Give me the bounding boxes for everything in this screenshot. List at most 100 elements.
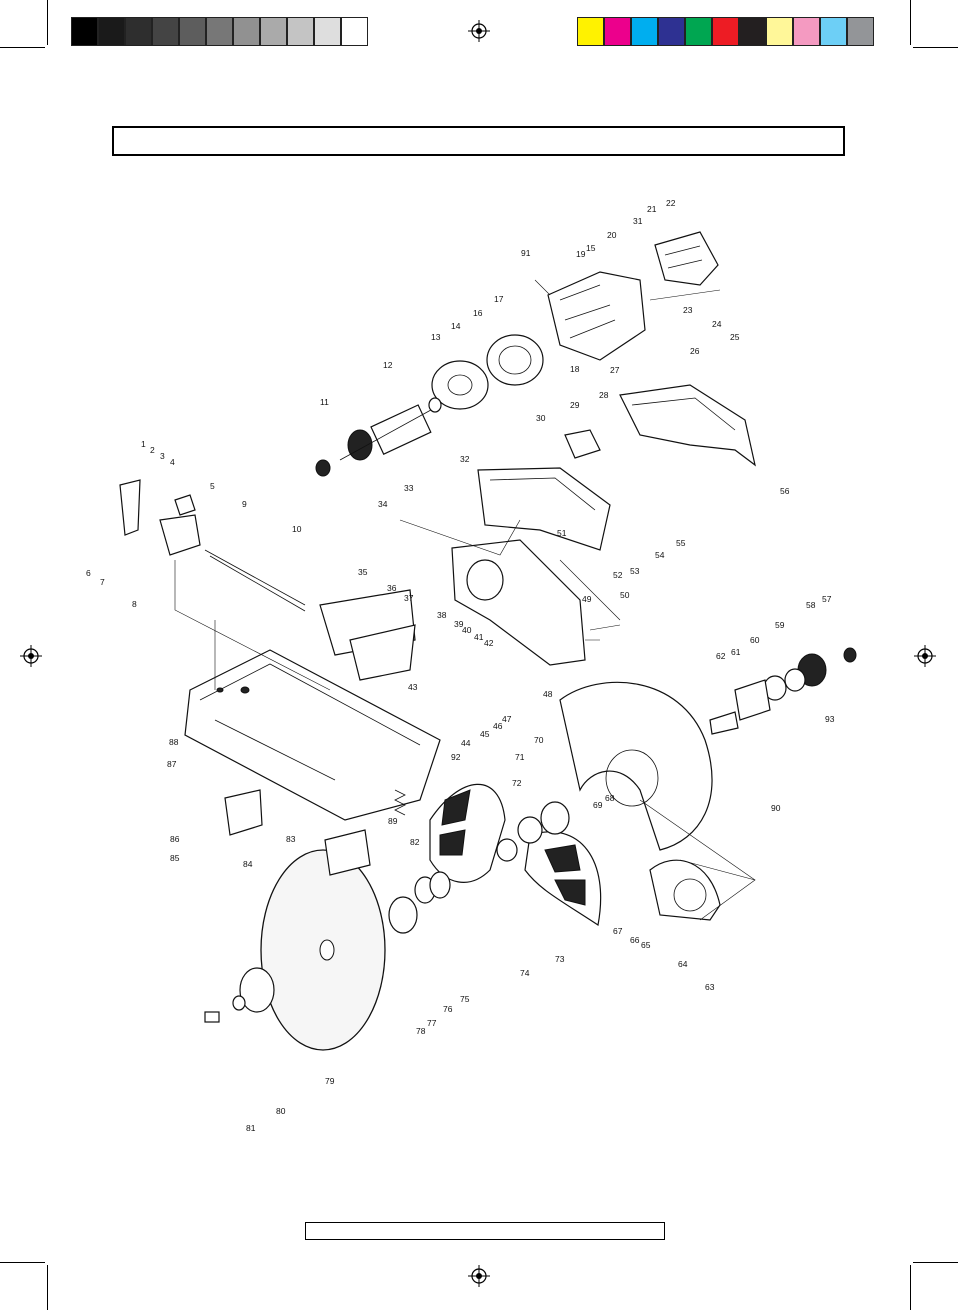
part-number-18: 18	[570, 364, 580, 374]
brush-cap	[655, 232, 718, 285]
part-number-labels: 1234567891011121314151617181920212223242…	[86, 198, 835, 1133]
flange	[541, 802, 569, 834]
part-number-24: 24	[712, 319, 722, 329]
part-number-28: 28	[599, 390, 609, 400]
part-number-80: 80	[276, 1106, 286, 1116]
part-number-36: 36	[387, 583, 397, 593]
part-number-87: 87	[167, 759, 177, 769]
part-number-22: 22	[666, 198, 676, 208]
part-number-33: 33	[404, 483, 414, 493]
part-number-72: 72	[512, 778, 522, 788]
part-number-25: 25	[730, 332, 740, 342]
part-number-45: 45	[480, 729, 490, 739]
part-number-67: 67	[613, 926, 623, 936]
blade-cover	[650, 860, 720, 920]
motor-housing	[548, 272, 645, 360]
part-number-6: 6	[86, 568, 91, 578]
part-number-78: 78	[416, 1026, 426, 1036]
part-number-54: 54	[655, 550, 665, 560]
part-number-15: 15	[586, 243, 596, 253]
part-number-61: 61	[731, 647, 741, 657]
part-number-40: 40	[462, 625, 472, 635]
part-number-64: 64	[678, 959, 688, 969]
part-number-31: 31	[633, 216, 643, 226]
footer-frame	[305, 1222, 665, 1240]
part-number-93: 93	[825, 714, 835, 724]
part-number-20: 20	[607, 230, 617, 240]
part-number-88: 88	[169, 737, 179, 747]
part-number-14: 14	[451, 321, 461, 331]
part-number-13: 13	[431, 332, 441, 342]
arbor-bolt	[205, 1012, 219, 1022]
part-number-77: 77	[427, 1018, 437, 1028]
chip-guard	[325, 830, 370, 875]
part-number-11: 11	[320, 397, 329, 407]
armature	[340, 398, 441, 460]
part-number-34: 34	[378, 499, 388, 509]
part-number-9: 9	[242, 499, 247, 509]
part-number-16: 16	[473, 308, 483, 318]
part-number-26: 26	[690, 346, 700, 356]
part-number-76: 76	[443, 1004, 453, 1014]
washer	[518, 817, 542, 843]
part-number-43: 43	[408, 682, 418, 692]
part-number-82: 82	[410, 837, 420, 847]
part-number-38: 38	[437, 610, 447, 620]
inner-flange	[389, 897, 417, 933]
part-number-17: 17	[494, 294, 504, 304]
part-number-91: 91	[521, 248, 531, 258]
part-number-8: 8	[132, 599, 137, 609]
cutoff-wheel	[261, 850, 385, 1050]
part-number-49: 49	[582, 594, 592, 604]
part-number-90: 90	[771, 803, 781, 813]
part-number-27: 27	[610, 365, 620, 375]
part-number-44: 44	[461, 738, 471, 748]
part-number-86: 86	[170, 834, 180, 844]
handle-assembly	[620, 385, 755, 465]
part-number-50: 50	[620, 590, 630, 600]
lower-blade-guard	[525, 832, 601, 925]
part-number-56: 56	[780, 486, 790, 496]
washer	[233, 996, 245, 1010]
part-number-74: 74	[520, 968, 530, 978]
part-number-85: 85	[170, 853, 180, 863]
part-number-63: 63	[705, 982, 715, 992]
part-number-70: 70	[534, 735, 544, 745]
part-number-19: 19	[576, 249, 586, 259]
part-number-52: 52	[613, 570, 623, 580]
vise-assembly	[120, 480, 305, 611]
part-number-66: 66	[630, 935, 640, 945]
gearbox-housing	[452, 540, 585, 665]
part-number-68: 68	[605, 793, 615, 803]
part-number-83: 83	[286, 834, 296, 844]
part-number-65: 65	[641, 940, 651, 950]
part-number-57: 57	[822, 594, 832, 604]
bracket	[225, 790, 262, 835]
part-number-53: 53	[630, 566, 640, 576]
part-number-60: 60	[750, 635, 760, 645]
bearing	[316, 460, 330, 476]
part-number-48: 48	[543, 689, 553, 699]
part-number-42: 42	[484, 638, 494, 648]
part-number-5: 5	[210, 481, 215, 491]
part-number-55: 55	[676, 538, 686, 548]
ring	[430, 872, 450, 898]
part-number-81: 81	[246, 1123, 256, 1133]
part-number-21: 21	[647, 204, 657, 214]
part-number-58: 58	[806, 600, 816, 610]
part-number-3: 3	[160, 451, 165, 461]
part-number-47: 47	[502, 714, 512, 724]
part-number-51: 51	[557, 528, 567, 538]
part-number-69: 69	[593, 800, 603, 810]
base-plate	[185, 650, 440, 820]
part-number-1: 1	[141, 439, 146, 449]
part-number-62: 62	[716, 651, 726, 661]
part-number-29: 29	[570, 400, 580, 410]
upper-blade-guard	[560, 682, 712, 850]
part-number-92: 92	[451, 752, 461, 762]
switch	[565, 430, 600, 458]
part-number-89: 89	[388, 816, 398, 826]
part-number-71: 71	[515, 752, 525, 762]
part-number-23: 23	[683, 305, 693, 315]
